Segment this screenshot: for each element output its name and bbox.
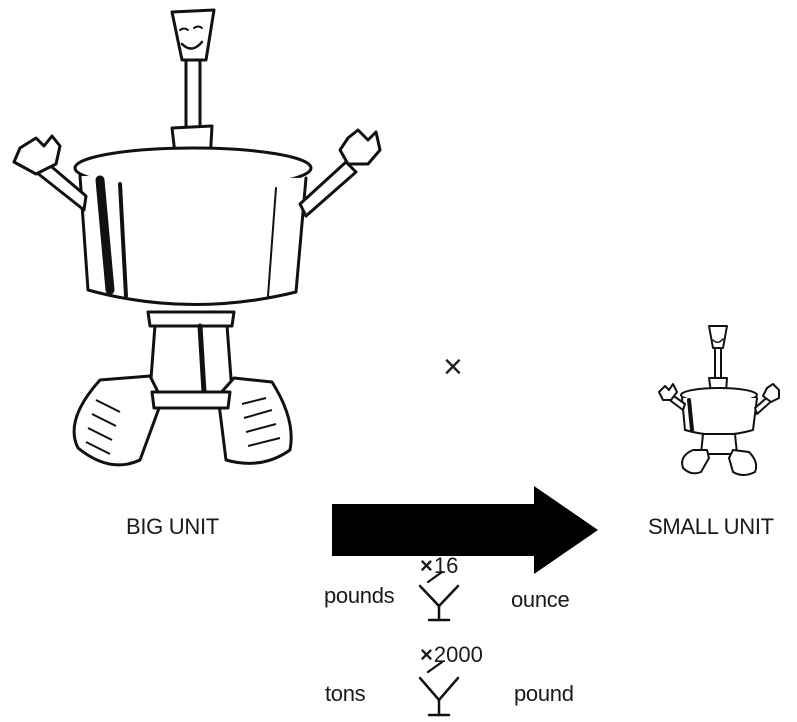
conversion-from-unit: pounds (324, 583, 395, 608)
small-robot-illustration (658, 325, 780, 476)
conversion-to-unit: pound (514, 681, 574, 706)
times-symbol: × (420, 553, 433, 578)
small-unit-label: SMALL UNIT (648, 514, 774, 539)
conversion-to-unit: ounce (511, 587, 570, 612)
times-symbol: × (420, 642, 433, 667)
conversion-fork-icon (418, 570, 460, 622)
conversion-fork-icon (418, 660, 460, 717)
multiply-symbol: × (443, 348, 463, 386)
big-robot-illustration (12, 8, 382, 467)
big-unit-label: BIG UNIT (126, 514, 219, 539)
conversion-arrow (332, 486, 598, 574)
conversion-from-unit: tons (325, 681, 366, 706)
